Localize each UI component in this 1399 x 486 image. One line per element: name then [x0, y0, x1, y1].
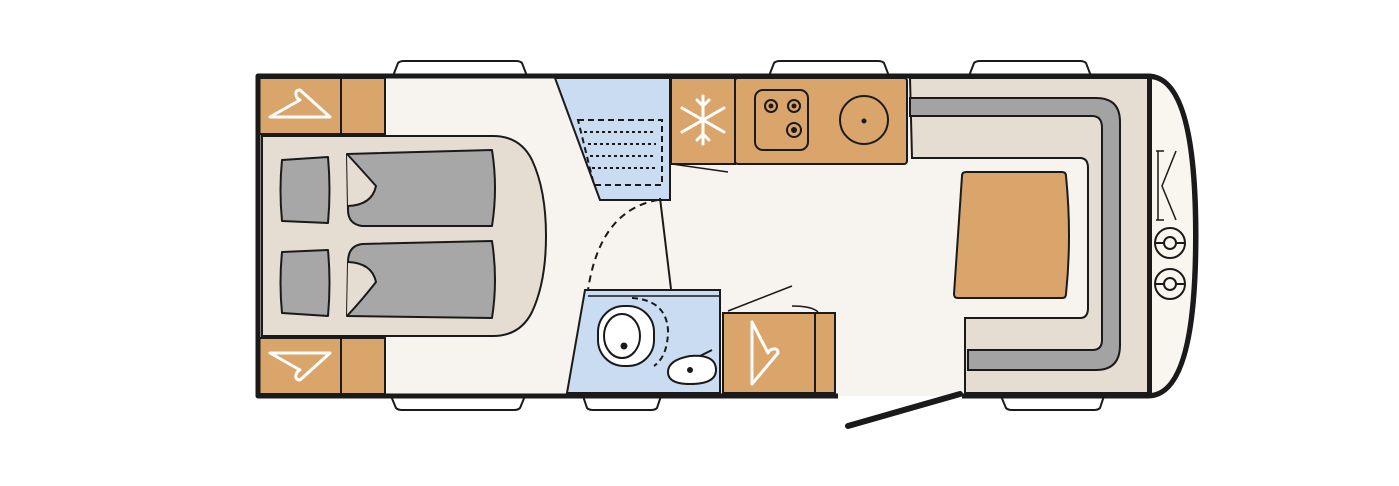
window-top-mid — [767, 60, 891, 77]
hanger-icon — [268, 88, 332, 119]
duvet-top-fold — [346, 153, 377, 207]
pillow-top — [279, 156, 331, 224]
duvet-bottom-fold — [346, 261, 377, 317]
shower-icon — [576, 119, 663, 186]
window-top-left — [391, 60, 529, 77]
wardrobe-rear-top — [258, 77, 342, 135]
hanger-icon — [750, 320, 780, 386]
window-bottom-mid — [581, 395, 663, 411]
pillow-bottom — [279, 249, 331, 317]
sink-icon — [839, 95, 889, 145]
rear-wardrobes — [258, 77, 386, 395]
shower-door — [659, 197, 672, 290]
cabinet-rear-bottom — [340, 337, 386, 395]
wash-basin-icon — [666, 349, 718, 386]
bed-duvets — [346, 149, 496, 319]
window-bottom-right — [999, 395, 1106, 411]
window-top-right — [967, 60, 1093, 77]
pedal-icon — [1156, 150, 1177, 221]
wheel-icon — [1154, 227, 1186, 259]
hanger-icon — [268, 351, 332, 382]
fridge-door-swing — [671, 163, 729, 173]
wardrobe-door-swing — [727, 285, 819, 313]
dining-table — [952, 171, 1070, 299]
duvet-top — [346, 149, 496, 227]
duvet-bottom — [346, 240, 496, 319]
entrance-door — [845, 391, 963, 429]
wheel-icon — [1154, 268, 1186, 300]
stove-icon — [754, 89, 809, 151]
outer-wall — [255, 73, 1199, 399]
window-bottom-left — [389, 395, 527, 411]
windows — [389, 60, 1106, 411]
bathroom-door-swing — [587, 199, 659, 291]
bed-pillows — [279, 156, 331, 317]
lounge-seat — [908, 77, 1149, 394]
cabinet-rear-top — [340, 77, 386, 135]
cabinet-door-side — [814, 312, 836, 394]
wardrobe-rear-bottom — [258, 337, 342, 395]
toilet-icon — [597, 297, 670, 367]
snowflake-icon — [680, 94, 726, 146]
lounge-backrest — [909, 97, 1121, 371]
